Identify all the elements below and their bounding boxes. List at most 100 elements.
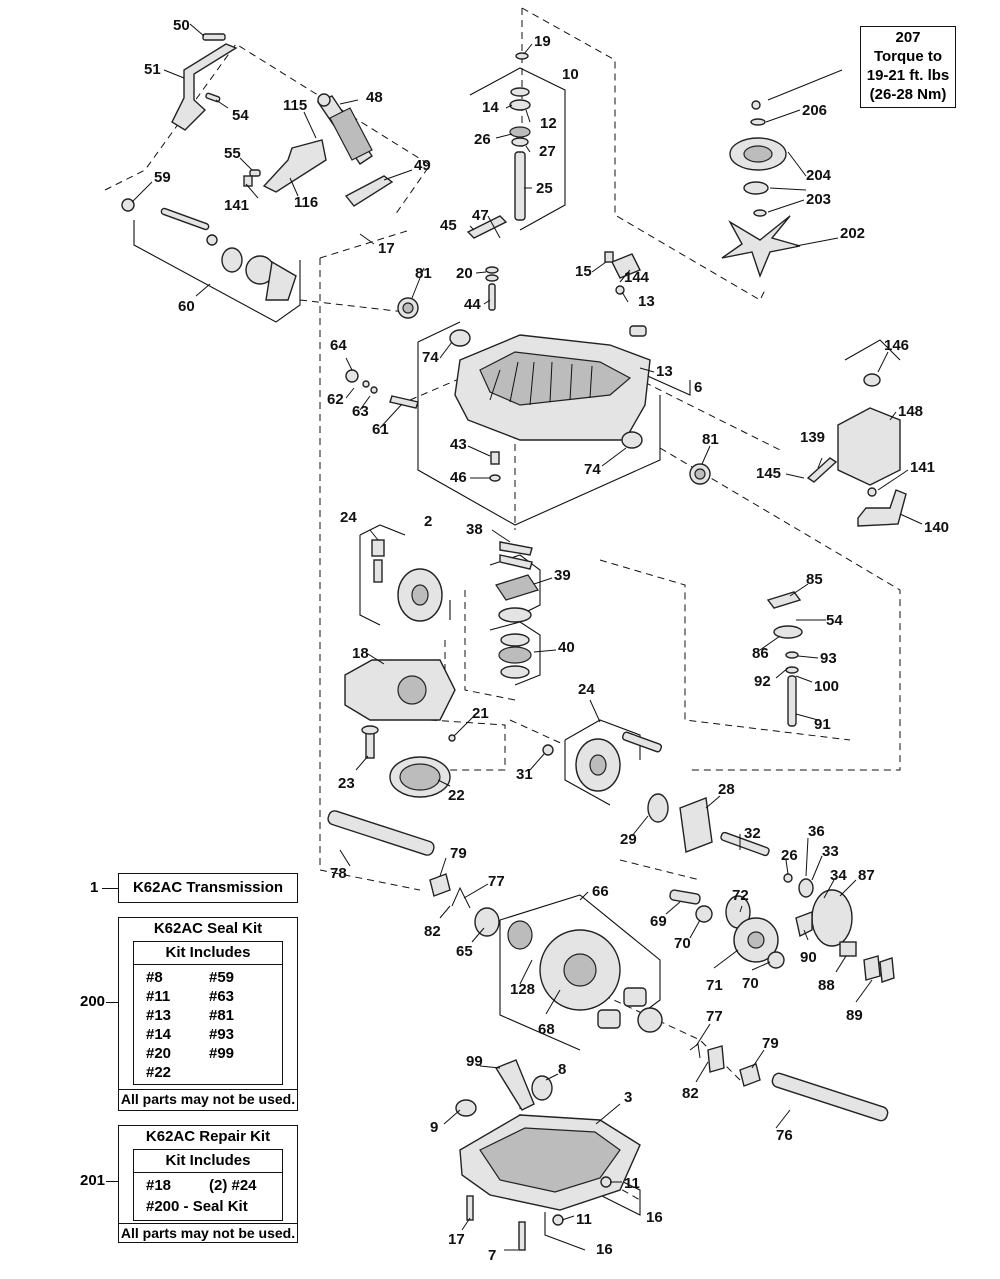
torque-note-line3: (26-28 Nm): [869, 86, 947, 103]
lever-shaft-91-group: [766, 591, 803, 727]
callout-89: 89: [846, 1007, 863, 1024]
callout-70: 70: [674, 935, 691, 952]
callout-72: 72: [732, 887, 749, 904]
callout-128: 128: [510, 981, 535, 998]
callout-90: 90: [800, 949, 817, 966]
callout-29: 29: [620, 831, 637, 848]
callout-81-b: 81: [702, 431, 719, 448]
repair-kit-ref-number: 201: [80, 1172, 106, 1189]
seal-kit-title: K62AC Seal Kit: [153, 920, 263, 937]
callout-20: 20: [456, 265, 473, 282]
callout-77-b: 77: [706, 1008, 723, 1025]
callout-14: 14: [482, 99, 499, 116]
callout-36: 36: [808, 823, 825, 840]
callout-31: 31: [516, 766, 533, 783]
callout-144: 144: [624, 269, 650, 286]
seal-kit-box: K62AC Seal Kit Kit Includes #8 #59 #11 #…: [118, 917, 298, 1111]
callout-32: 32: [744, 825, 761, 842]
seal-kit-item: #99: [209, 1045, 235, 1062]
callout-70-b: 70: [742, 975, 759, 992]
transmission-box: K62AC Transmission: [118, 873, 298, 903]
callout-51: 51: [144, 61, 161, 78]
callout-54-b: 54: [826, 612, 843, 629]
callout-69: 69: [650, 913, 667, 930]
seal-kit-includes-label: Kit Includes: [134, 942, 282, 965]
callout-38: 38: [466, 521, 483, 538]
callout-25: 25: [536, 180, 553, 197]
seal-kit-item: [209, 1064, 272, 1082]
callout-116: 116: [294, 194, 318, 211]
callout-203: 203: [806, 191, 831, 208]
callout-82: 82: [424, 923, 441, 940]
callout-11: 11: [624, 1175, 640, 1192]
callout-141-b: 141: [910, 459, 935, 476]
callout-26: 26: [474, 131, 491, 148]
callout-60: 60: [178, 298, 195, 315]
main-housing: [345, 325, 711, 485]
lower-housing-group: [455, 1059, 641, 1251]
callout-21: 21: [472, 705, 489, 722]
seal-kit-items: #8 #59 #11 #63 #13 #81 #14 #93 #20 #99 #…: [134, 965, 282, 1084]
callout-15: 15: [575, 263, 592, 280]
callout-77: 77: [488, 873, 505, 890]
callout-99: 99: [466, 1053, 483, 1070]
callout-79: 79: [450, 845, 467, 862]
seal-kit-item: #20: [146, 1045, 172, 1062]
callout-44: 44: [464, 296, 481, 313]
fan-pulley-group: [721, 100, 801, 278]
repair-kit-includes-label: Kit Includes: [134, 1150, 282, 1173]
callout-3: 3: [624, 1089, 632, 1106]
callout-23: 23: [338, 775, 355, 792]
callout-86: 86: [752, 645, 769, 662]
callout-62: 62: [327, 391, 344, 408]
torque-note-line1: Torque to: [873, 48, 943, 65]
callout-71: 71: [706, 977, 723, 994]
callout-19: 19: [534, 33, 551, 50]
callout-12: 12: [540, 115, 557, 132]
callout-50: 50: [173, 17, 190, 34]
callout-54: 54: [232, 107, 249, 124]
repair-kit-item: (2) #24: [209, 1177, 257, 1194]
callout-146: 146: [884, 337, 909, 354]
callout-61: 61: [372, 421, 389, 438]
shaft-group-10: [509, 52, 531, 221]
callout-74-b: 74: [584, 461, 601, 478]
callout-27: 27: [539, 143, 556, 160]
callout-26-b: 26: [781, 847, 798, 864]
callout-139: 139: [800, 429, 825, 446]
repair-kit-includes-box: Kit Includes #18 (2) #24 #200 - Seal Kit: [133, 1149, 283, 1221]
callout-9: 9: [430, 1119, 438, 1136]
callout-2: 2: [424, 513, 432, 530]
callout-204: 204: [806, 167, 832, 184]
callout-39: 39: [554, 567, 571, 584]
repair-kit-ref-line: [106, 1181, 118, 1182]
callout-33: 33: [822, 843, 839, 860]
callout-76: 76: [776, 1127, 793, 1144]
callout-82-b: 82: [682, 1085, 699, 1102]
seal-kit-item: #13: [146, 1007, 172, 1024]
seal-kit-item: #63: [209, 988, 235, 1005]
callout-92: 92: [754, 673, 771, 690]
seal-kit-item: #59: [209, 969, 235, 986]
callout-43: 43: [450, 436, 467, 453]
callout-40: 40: [558, 639, 575, 656]
callout-49: 49: [414, 157, 431, 174]
callout-46: 46: [450, 469, 467, 486]
callout-8: 8: [558, 1061, 566, 1078]
repair-kit-item: #200 - Seal Kit: [146, 1198, 248, 1215]
seal-kit-item: #8: [146, 969, 163, 986]
callout-145: 145: [756, 465, 781, 482]
seal-kit-includes-box: Kit Includes #8 #59 #11 #63 #13 #81 #14 …: [133, 941, 283, 1085]
torque-note-number: 207: [895, 29, 921, 46]
callout-17-b: 17: [448, 1231, 465, 1248]
seal-kit-ref-number: 200: [80, 993, 106, 1010]
callout-93: 93: [820, 650, 837, 667]
callout-100: 100: [814, 678, 839, 695]
callout-79-b: 79: [762, 1035, 779, 1052]
transmission-ref-line: [102, 888, 118, 889]
callout-55: 55: [224, 145, 241, 162]
callout-47: 47: [472, 207, 489, 224]
reservoir-group: [806, 373, 907, 527]
repair-kit-title: K62AC Repair Kit: [145, 1128, 271, 1145]
